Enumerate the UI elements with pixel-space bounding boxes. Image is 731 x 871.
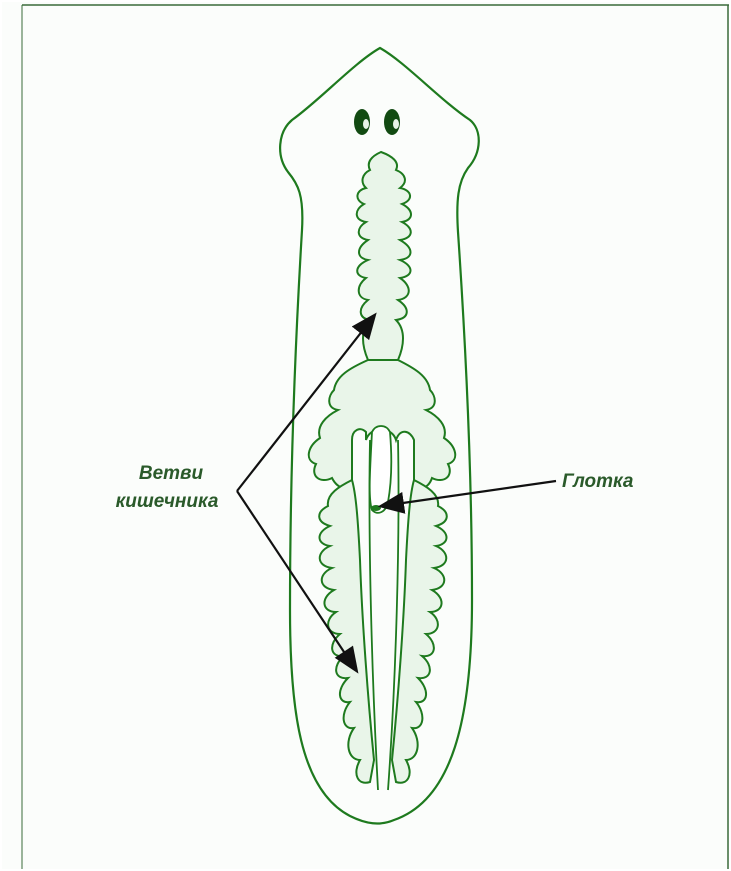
left-eye-highlight bbox=[363, 119, 369, 129]
intestine-label-line1: Ветви bbox=[139, 463, 204, 484]
pharynx-opening bbox=[371, 505, 381, 511]
pharynx bbox=[370, 426, 392, 513]
pharynx-label: Глотка bbox=[562, 471, 634, 492]
intestine-label-line2: кишечника bbox=[116, 491, 219, 512]
right-eye-highlight bbox=[393, 119, 399, 129]
